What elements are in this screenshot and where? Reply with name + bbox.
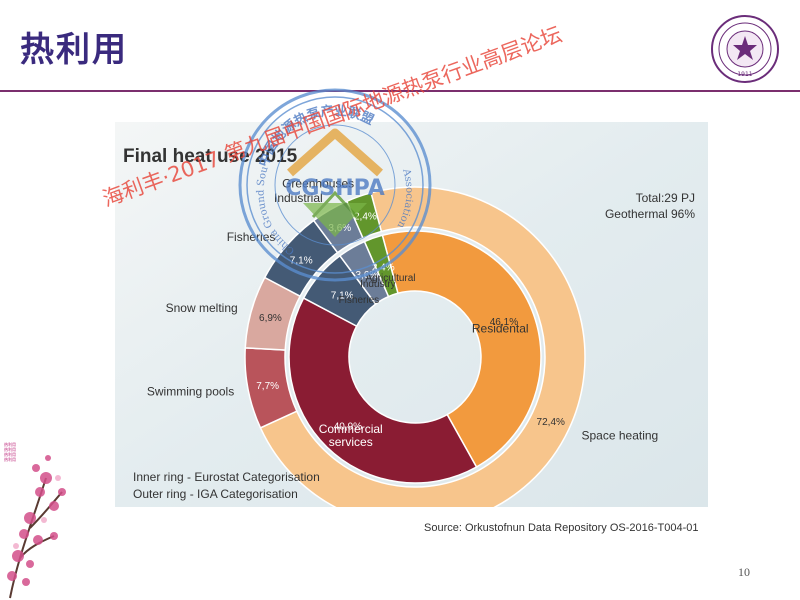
outer-value-label-greenhouses: 2,4% <box>354 211 377 222</box>
outer-category-label-industrial: Industrial <box>274 191 323 205</box>
outer-category-label-snow-melting: Snow melting <box>166 301 238 315</box>
chart-total: Total:29 PJ <box>636 191 695 205</box>
outer-category-label-space-heating: Space heating <box>582 428 659 442</box>
outer-value-label-space-heating: 72,4% <box>537 417 565 428</box>
chart-image: Final heat use 2015 Total:29 PJ Geotherm… <box>115 122 708 507</box>
inner-slice-commercial-services <box>288 297 478 484</box>
slide-title: 热利用 <box>20 30 128 70</box>
cgshpa-stamp-watermark: 中国地源热泵产业联盟 China Ground Source Associati… <box>235 85 432 282</box>
outer-value-label-snow-melting: 6,9% <box>259 313 282 324</box>
inner-slice-agricultural <box>363 234 399 298</box>
outer-category-label-swimming-pools: Swimming pools <box>147 384 234 398</box>
page-number: 10 <box>738 565 750 579</box>
inner-category-label-fisheries: Fisheries <box>339 295 380 306</box>
stamp-acronym: CGSHPA <box>285 176 385 201</box>
inner-category-label-residental: Residental <box>472 321 529 335</box>
source-note: Source: Orkustofnun Data Repository OS-2… <box>424 522 699 534</box>
inner-category-label-agricultural: Agricultural <box>366 273 416 284</box>
outer-value-label-fisheries: 7,1% <box>290 255 313 266</box>
inner-value-label-fisheries: 7,1% <box>331 290 354 301</box>
outer-value-label-swimming-pools: 7,7% <box>256 381 279 392</box>
outer-category-label-greenhouses: Greenhouses <box>282 176 354 190</box>
inner-value-label-commercial-services: 40,9% <box>334 422 362 433</box>
outer-category-label-fisheries: Fisheries <box>227 230 276 244</box>
inner-category-label-commercial-services: services <box>329 435 373 449</box>
university-seal-logo: 1911 <box>711 15 779 83</box>
inner-category-label-industry: Industry <box>360 279 396 290</box>
inner-ring-note: Inner ring - Eurostat Categorisation <box>133 470 320 484</box>
logo-year: 1911 <box>737 71 752 78</box>
sidebar-vertical-text: 热利用热利用热利用热利用 <box>4 442 16 462</box>
inner-category-label-commercial-services: Commercial <box>319 422 383 436</box>
outer-ring-note: Outer ring - IGA Categorisation <box>133 487 298 501</box>
stamp-right-text: Association <box>394 167 414 230</box>
inner-value-label-residental: 46,1% <box>490 317 518 328</box>
inner-slice-residental <box>381 230 542 469</box>
outer-slice-space-heating <box>259 186 586 507</box>
chart-geothermal: Geothermal 96% <box>605 207 695 221</box>
plum-blossom-decoration <box>7 455 66 599</box>
title-divider <box>0 90 800 92</box>
svg-text:Association: Association <box>394 167 414 230</box>
